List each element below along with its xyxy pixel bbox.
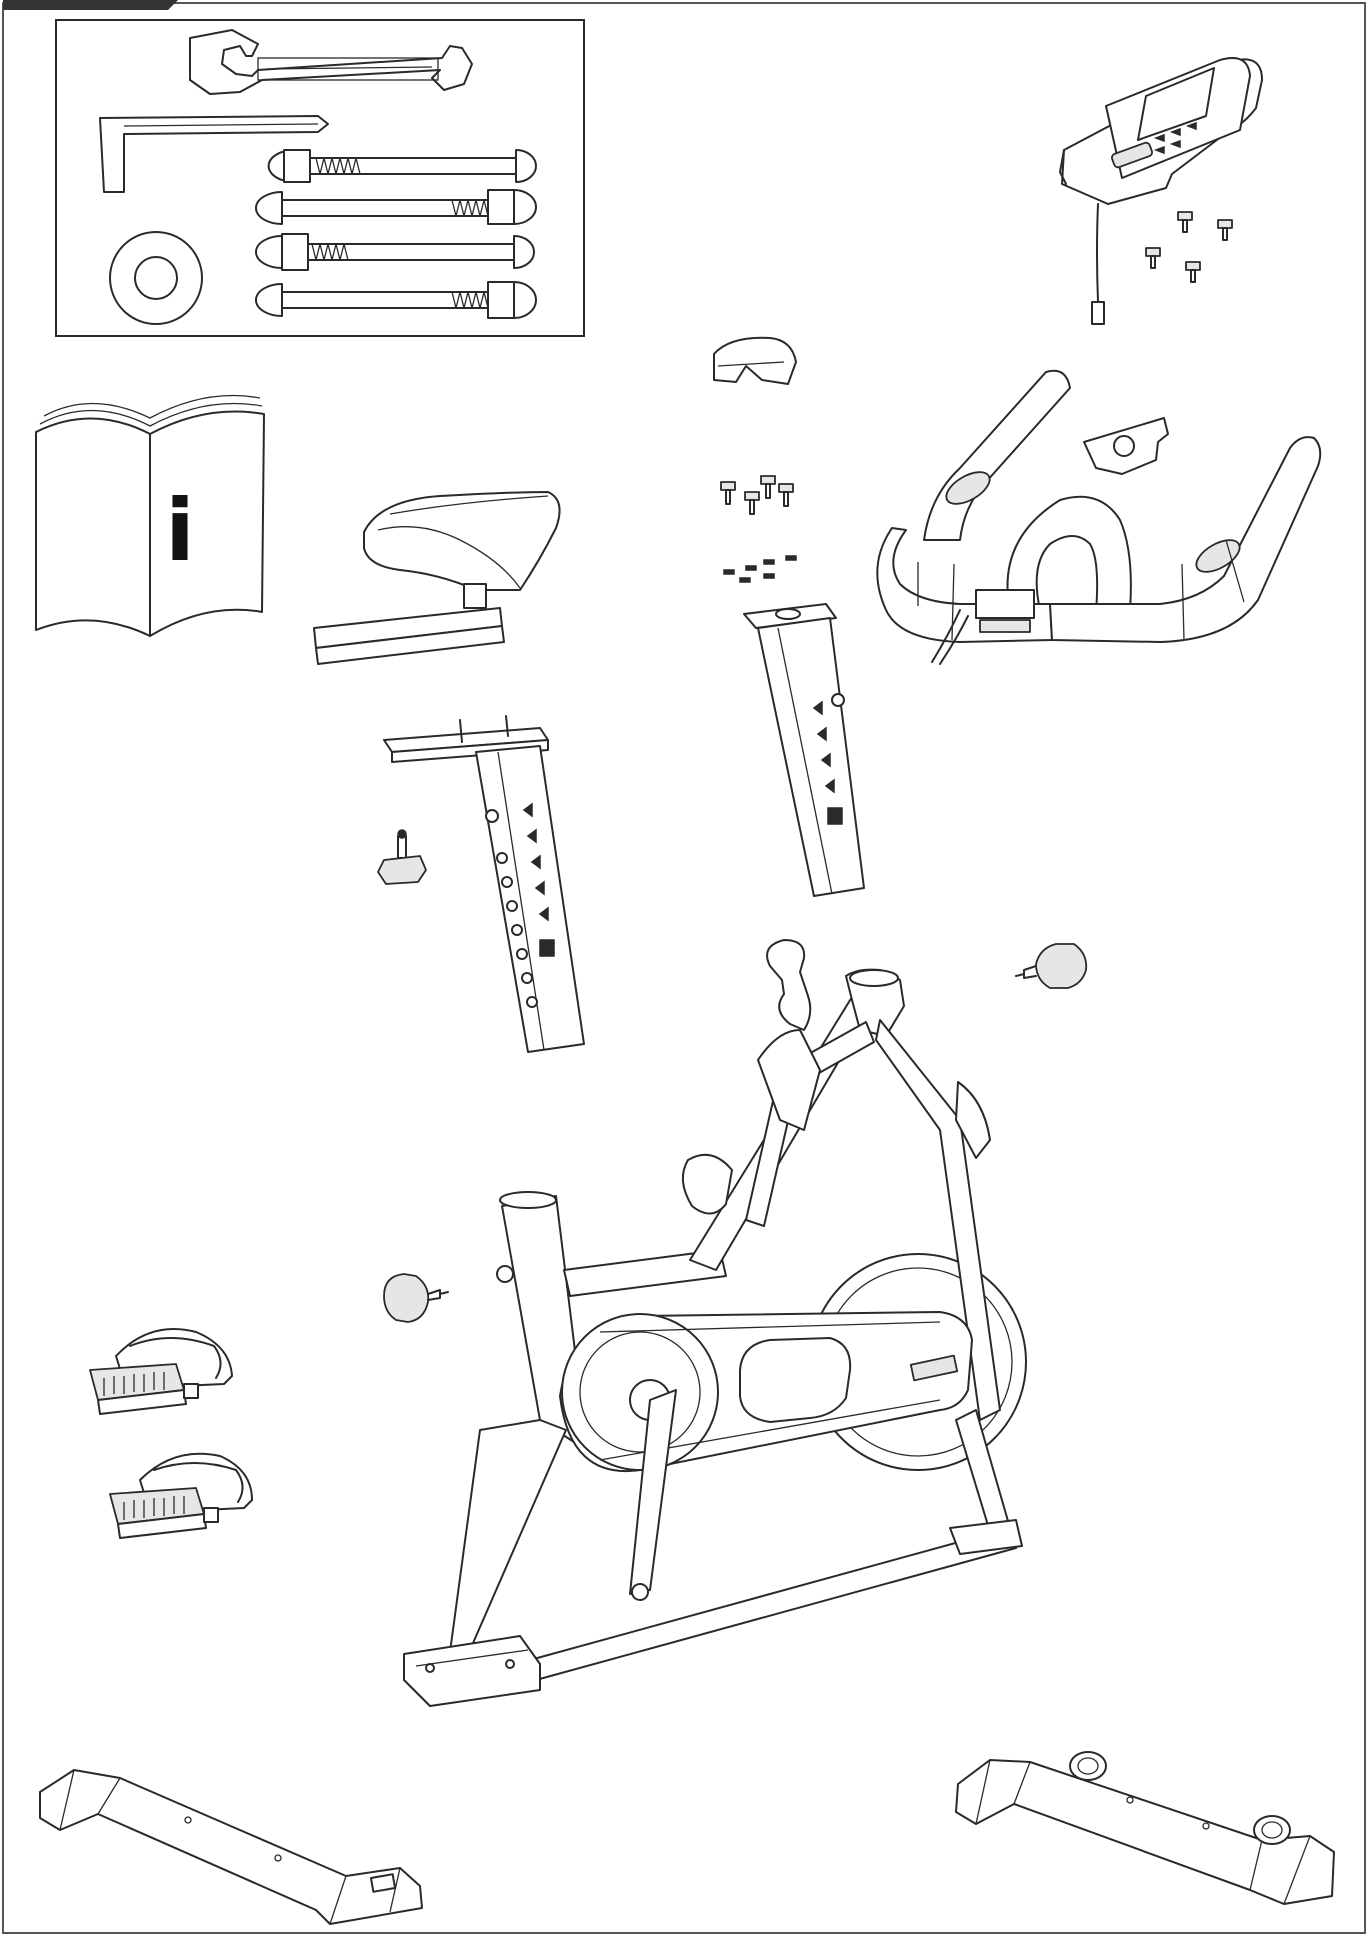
seat-post-icon (383, 715, 585, 1053)
bolt-icon (255, 233, 535, 271)
main-frame-icon (403, 939, 1027, 1707)
spanner-icon (189, 29, 473, 95)
front-stabilizer-icon (39, 1769, 423, 1925)
info-symbol: i (165, 481, 194, 581)
allen-key-icon (99, 115, 329, 193)
owners-manual-icon: i (35, 394, 265, 637)
handlebar-adjustment-knob-icon (1015, 943, 1088, 989)
seat-adjustment-knob-icon (377, 829, 427, 885)
washer-icon (109, 231, 203, 325)
pedal-icon (89, 1328, 233, 1415)
handlebar-icon (876, 369, 1322, 665)
bolt-icon (255, 189, 537, 225)
console-screws-icon (1145, 211, 1233, 283)
hardware-pack-box (55, 19, 585, 337)
pedal-icon (109, 1452, 253, 1539)
handlebar-cover-icon (713, 336, 797, 385)
handlebar-screws-icon (720, 475, 797, 583)
frame-adjustment-knob-icon (383, 1273, 449, 1323)
saddle-icon (313, 491, 561, 665)
handlebar-post-icon (743, 603, 865, 897)
bolt-icon (255, 281, 537, 319)
console-monitor-icon (1059, 57, 1263, 325)
bolt-icon (267, 149, 537, 183)
rear-stabilizer-icon (955, 1751, 1335, 1905)
